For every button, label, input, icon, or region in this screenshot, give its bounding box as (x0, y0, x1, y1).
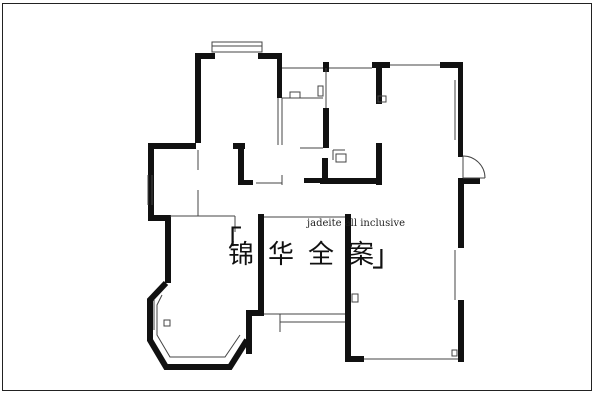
interior-partitions (147, 64, 458, 360)
watermark-title: 锦华全案 (228, 240, 389, 270)
fixtures (163, 85, 458, 357)
watermark-title-block: 「 锦华全案 」 (212, 225, 402, 274)
entrance-door (462, 155, 486, 179)
image-frame (2, 3, 592, 391)
open-bracket: 「 (212, 225, 242, 260)
close-bracket: 」 (372, 239, 402, 274)
exterior-walls (148, 53, 480, 362)
octagonal-bay-room (147, 280, 250, 370)
top-balcony (211, 41, 263, 53)
watermark-subtitle: jadeite all inclusive (307, 218, 406, 229)
